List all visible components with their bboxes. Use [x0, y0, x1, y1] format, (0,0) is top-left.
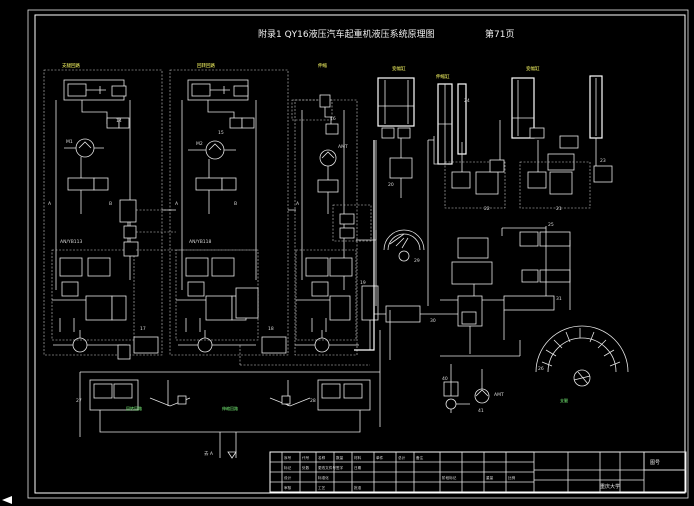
svg-text:阶段标记: 阶段标记 — [442, 475, 457, 480]
svg-text:序号: 序号 — [284, 455, 292, 460]
drawing-number-label: 图号 — [650, 460, 660, 466]
svg-text:AN/YB118: AN/YB118 — [189, 239, 212, 245]
svg-text:19: 19 — [360, 280, 366, 286]
svg-text:16: 16 — [330, 116, 336, 122]
svg-text:更改文件号: 更改文件号 — [318, 465, 336, 470]
svg-text:变幅缸: 变幅缸 — [392, 65, 406, 72]
sheet-frame — [34, 14, 686, 494]
school-name: 重庆大学 — [600, 483, 620, 490]
svg-text:20: 20 — [388, 182, 394, 188]
svg-text:22: 22 — [484, 206, 490, 212]
svg-text:AN/YB113: AN/YB113 — [60, 239, 83, 245]
svg-text:A: A — [175, 201, 179, 207]
ucs-icon — [2, 496, 12, 504]
svg-text:设计: 设计 — [284, 475, 292, 480]
svg-text:26: 26 — [538, 366, 544, 372]
svg-text:27: 27 — [76, 398, 82, 404]
svg-text:总计: 总计 — [398, 455, 406, 460]
svg-text:A: A — [48, 201, 52, 207]
svg-text:25: 25 — [548, 222, 554, 228]
svg-text:M2: M2 — [196, 141, 203, 147]
svg-text:回转回路: 回转回路 — [126, 405, 142, 411]
svg-text:回转回路: 回转回路 — [197, 62, 215, 69]
svg-text:处数: 处数 — [302, 465, 310, 470]
svg-text:伸缩: 伸缩 — [318, 62, 327, 69]
svg-text:重量: 重量 — [486, 475, 494, 480]
svg-text:28: 28 — [310, 398, 316, 404]
circuit-2: 回转回路 M2 A B AN/YB118 — [169, 62, 289, 356]
svg-text:材料: 材料 — [354, 455, 362, 460]
svg-text:名称: 名称 — [318, 455, 326, 460]
svg-text:日期: 日期 — [354, 465, 362, 470]
svg-text:18: 18 — [268, 326, 274, 332]
circuit-3: 伸缩 AMT A — [291, 62, 379, 356]
svg-text:支腿回路: 支腿回路 — [62, 62, 80, 69]
svg-text:40: 40 — [442, 376, 448, 382]
circuit-1: 支腿回路 M1 A B AN/YB113 — [43, 62, 163, 360]
svg-text:批准: 批准 — [354, 485, 362, 490]
svg-text:数量: 数量 — [336, 455, 344, 460]
svg-text:AMT: AMT — [494, 392, 504, 398]
sheet-outer — [27, 9, 689, 499]
svg-text:伸缩缸: 伸缩缸 — [436, 73, 450, 80]
svg-text:工艺: 工艺 — [318, 485, 326, 490]
svg-text:M1: M1 — [66, 139, 73, 145]
connecting-pipes — [162, 136, 546, 366]
svg-text:21: 21 — [556, 206, 562, 212]
svg-text:AMT: AMT — [338, 144, 348, 150]
svg-text:支腿: 支腿 — [560, 397, 568, 403]
slew-indicator-upper: 29 — [383, 229, 425, 264]
svg-text:29: 29 — [414, 258, 420, 264]
svg-text:31: 31 — [556, 296, 562, 302]
svg-text:A: A — [296, 201, 300, 207]
drawing-title: 附录1 QY16液压汽车起重机液压系统原理图 — [258, 28, 435, 40]
svg-text:23: 23 — [600, 158, 606, 164]
svg-text:变幅缸: 变幅缸 — [526, 65, 540, 72]
center-right-blocks: 30 31 — [374, 226, 571, 354]
title-block: 图号 重庆大学 序号 代号 名称 数量 材料 单件 总计 备注 标记 处数 更改… — [269, 451, 687, 493]
svg-text:标准化: 标准化 — [318, 475, 329, 480]
svg-text:代号: 代号 — [302, 455, 310, 460]
svg-text:41: 41 — [478, 408, 484, 414]
svg-text:17: 17 — [140, 326, 146, 332]
svg-text:单件: 单件 — [376, 455, 384, 460]
svg-text:30: 30 — [430, 318, 436, 324]
page-number: 第71页 — [485, 28, 514, 40]
part-labels: 14 15 16 17 18 19 20 25 回转回路 — [116, 116, 554, 411]
cylinders: 变幅缸 伸缩缸 24 变幅缸 23 — [377, 65, 606, 171]
center-valve-stack — [119, 199, 256, 257]
svg-text:签字: 签字 — [336, 465, 344, 470]
svg-text:B: B — [234, 201, 237, 207]
right-valves: 22 21 — [375, 120, 613, 240]
svg-text:去 A: 去 A — [204, 450, 214, 457]
svg-text:标记: 标记 — [284, 465, 292, 470]
svg-text:伸缩回路: 伸缩回路 — [222, 405, 238, 411]
svg-text:14: 14 — [116, 118, 122, 124]
svg-text:B: B — [109, 201, 112, 207]
svg-text:比例: 比例 — [508, 475, 516, 480]
svg-text:15: 15 — [218, 130, 224, 136]
slew-ring-lower: 26 支腿 — [535, 325, 629, 403]
svg-text:审核: 审核 — [284, 485, 292, 490]
svg-text:24: 24 — [464, 98, 470, 104]
bottom-block: 27 28 伸缩回路 去 A — [76, 330, 381, 459]
pump-group: AMT 40 41 — [440, 340, 521, 414]
svg-text:备注: 备注 — [416, 455, 424, 460]
